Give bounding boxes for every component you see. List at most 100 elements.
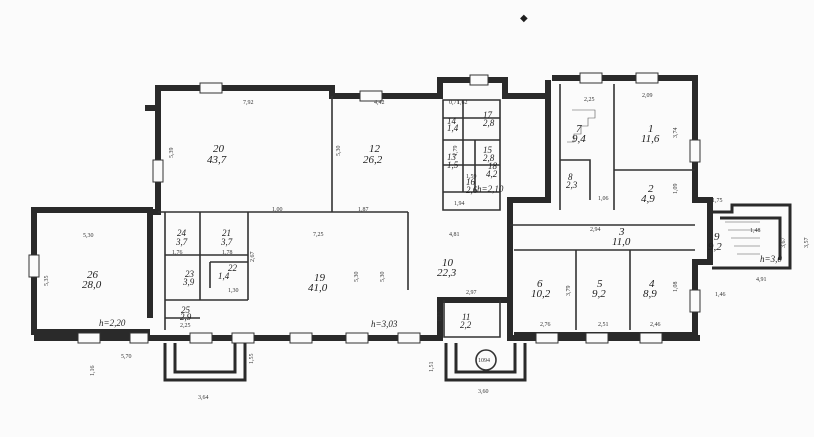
dimension-label: 3,74: [673, 128, 679, 139]
dimension-label: 1,51: [429, 362, 435, 373]
height-label: h=3,0: [760, 254, 782, 264]
dimension-label: 1,59: [466, 174, 477, 180]
room-2-area: 4,9: [641, 193, 655, 205]
dimension-label: 1,87: [358, 207, 369, 213]
room-labels: 20 43,7 12 26,2 14 1,4 17 2,8 15 2,8 13 …: [82, 110, 722, 330]
top-mark: ◆: [520, 13, 528, 24]
dimension-label: 1,08: [673, 282, 679, 293]
room-18-number: 18: [488, 161, 498, 171]
dimension-label: 1,00: [272, 207, 283, 213]
dimension-label: 5,30: [83, 233, 94, 239]
dimension-label: 1,62: [457, 100, 468, 106]
room-19-number: 19: [314, 272, 326, 284]
room-16-number: 16: [466, 177, 476, 187]
room-22-number: 22: [228, 263, 238, 273]
ceiling-heights: h=2,20 h=3,03 h=2,10 h=3,0: [99, 184, 782, 329]
room-4-number: 4: [649, 278, 655, 290]
dimension-label: 1,16: [90, 366, 96, 377]
room-23-area: 3,9: [182, 277, 195, 287]
dimension-label: 1,55: [249, 354, 255, 365]
dimensions: 7,92 4,42 5,39 5,30 5,30 5,35 7,25 1,87 …: [44, 93, 810, 401]
dimension-label: 2,25: [584, 97, 595, 103]
room-8-number: 8: [568, 172, 573, 182]
room-21-number: 21: [222, 228, 231, 238]
room-24-area: 3,7: [175, 237, 188, 247]
dimension-label: 2,97: [466, 290, 477, 296]
porch-mark: 1094: [478, 358, 490, 364]
staircase: [567, 109, 760, 255]
room-22-area: 1,4: [218, 271, 230, 281]
room-15-area: 2,8: [483, 153, 495, 163]
room-17-number: 17: [483, 110, 493, 120]
room-12-area: 26,2: [363, 154, 383, 166]
room-6-number: 6: [537, 278, 543, 290]
dimension-label: 4,91: [756, 277, 767, 283]
dimension-label: 1,79: [453, 146, 459, 157]
room-1-number: 1: [648, 123, 654, 135]
room-26-area: 28,0: [82, 279, 102, 291]
dimension-label: 1,30: [228, 288, 239, 294]
dimension-label: 4,81: [449, 232, 460, 238]
room-1-area: 11,6: [641, 133, 660, 145]
dimension-label: 2,94: [590, 227, 601, 233]
room-5-area: 9,2: [592, 288, 606, 300]
dimension-label: 7,25: [313, 232, 324, 238]
dimension-label: 1,78: [222, 250, 233, 256]
room-15-number: 15: [483, 145, 493, 155]
dimension-label: 0,71: [449, 100, 460, 106]
room-10-area: 22,3: [437, 267, 457, 279]
dimension-label: 1,27: [437, 312, 443, 323]
dimension-label: 1,75: [712, 198, 723, 204]
dimension-label: 5,30: [336, 146, 342, 157]
room-6-area: 10,2: [531, 288, 551, 300]
dimension-label: 2,76: [540, 322, 551, 328]
porches: 1094: [163, 343, 527, 382]
dimension-label: 5,30: [380, 272, 386, 283]
partitions: [158, 84, 695, 338]
height-label: h=2,10: [477, 184, 504, 194]
dimension-label: 2,46: [650, 322, 661, 328]
room-18-area: 4,2: [486, 169, 498, 179]
dimension-label: 2,25: [180, 323, 191, 329]
dimension-label: 3,60: [478, 389, 489, 395]
dimension-label: 1,46: [715, 292, 726, 298]
room-11-number: 11: [462, 312, 470, 322]
dimension-label: 1,94: [454, 201, 465, 207]
dimension-label: 5,39: [169, 148, 175, 159]
room-2-number: 2: [648, 183, 654, 195]
room-7-area: 9,4: [572, 133, 586, 145]
room-3-number: 3: [618, 226, 625, 238]
dimension-label: 3,79: [566, 286, 572, 297]
dimension-label: 1,06: [598, 196, 609, 202]
room-21-area: 3,7: [220, 237, 233, 247]
room-5-number: 5: [597, 278, 603, 290]
room-9-number: 9: [714, 231, 720, 243]
room-11-area: 2,2: [460, 320, 472, 330]
dimension-label: 5,30: [354, 272, 360, 283]
dimension-label: 4,42: [374, 100, 385, 106]
dimension-label: 5,70: [121, 354, 132, 360]
room-10-number: 10: [442, 257, 454, 269]
room-12-number: 12: [369, 143, 381, 155]
room-26-number: 26: [87, 269, 99, 281]
room-14-number: 14: [447, 116, 457, 126]
dimension-label: 1,48: [750, 228, 761, 234]
room-17-area: 2,8: [483, 118, 495, 128]
dimension-label: 3,57: [804, 238, 810, 249]
room-13-number: 13: [447, 152, 457, 162]
room-13-area: 1,5: [447, 160, 459, 170]
room-4-area: 8,9: [643, 288, 657, 300]
dimension-label: 3,67: [781, 238, 787, 249]
dimension-label: 5,35: [44, 276, 50, 287]
walls: [31, 75, 792, 341]
dimension-label: 2,51: [598, 322, 609, 328]
room-3-area: 11,0: [612, 236, 631, 248]
room-24-number: 24: [177, 228, 187, 238]
room-7-number: 7: [576, 123, 582, 135]
room-19-area: 41,0: [308, 282, 328, 294]
windows: [28, 72, 701, 344]
room-20-area: 43,7: [207, 154, 227, 166]
room-14-area: 1,4: [447, 123, 459, 133]
dimension-label: 7,92: [243, 100, 254, 106]
